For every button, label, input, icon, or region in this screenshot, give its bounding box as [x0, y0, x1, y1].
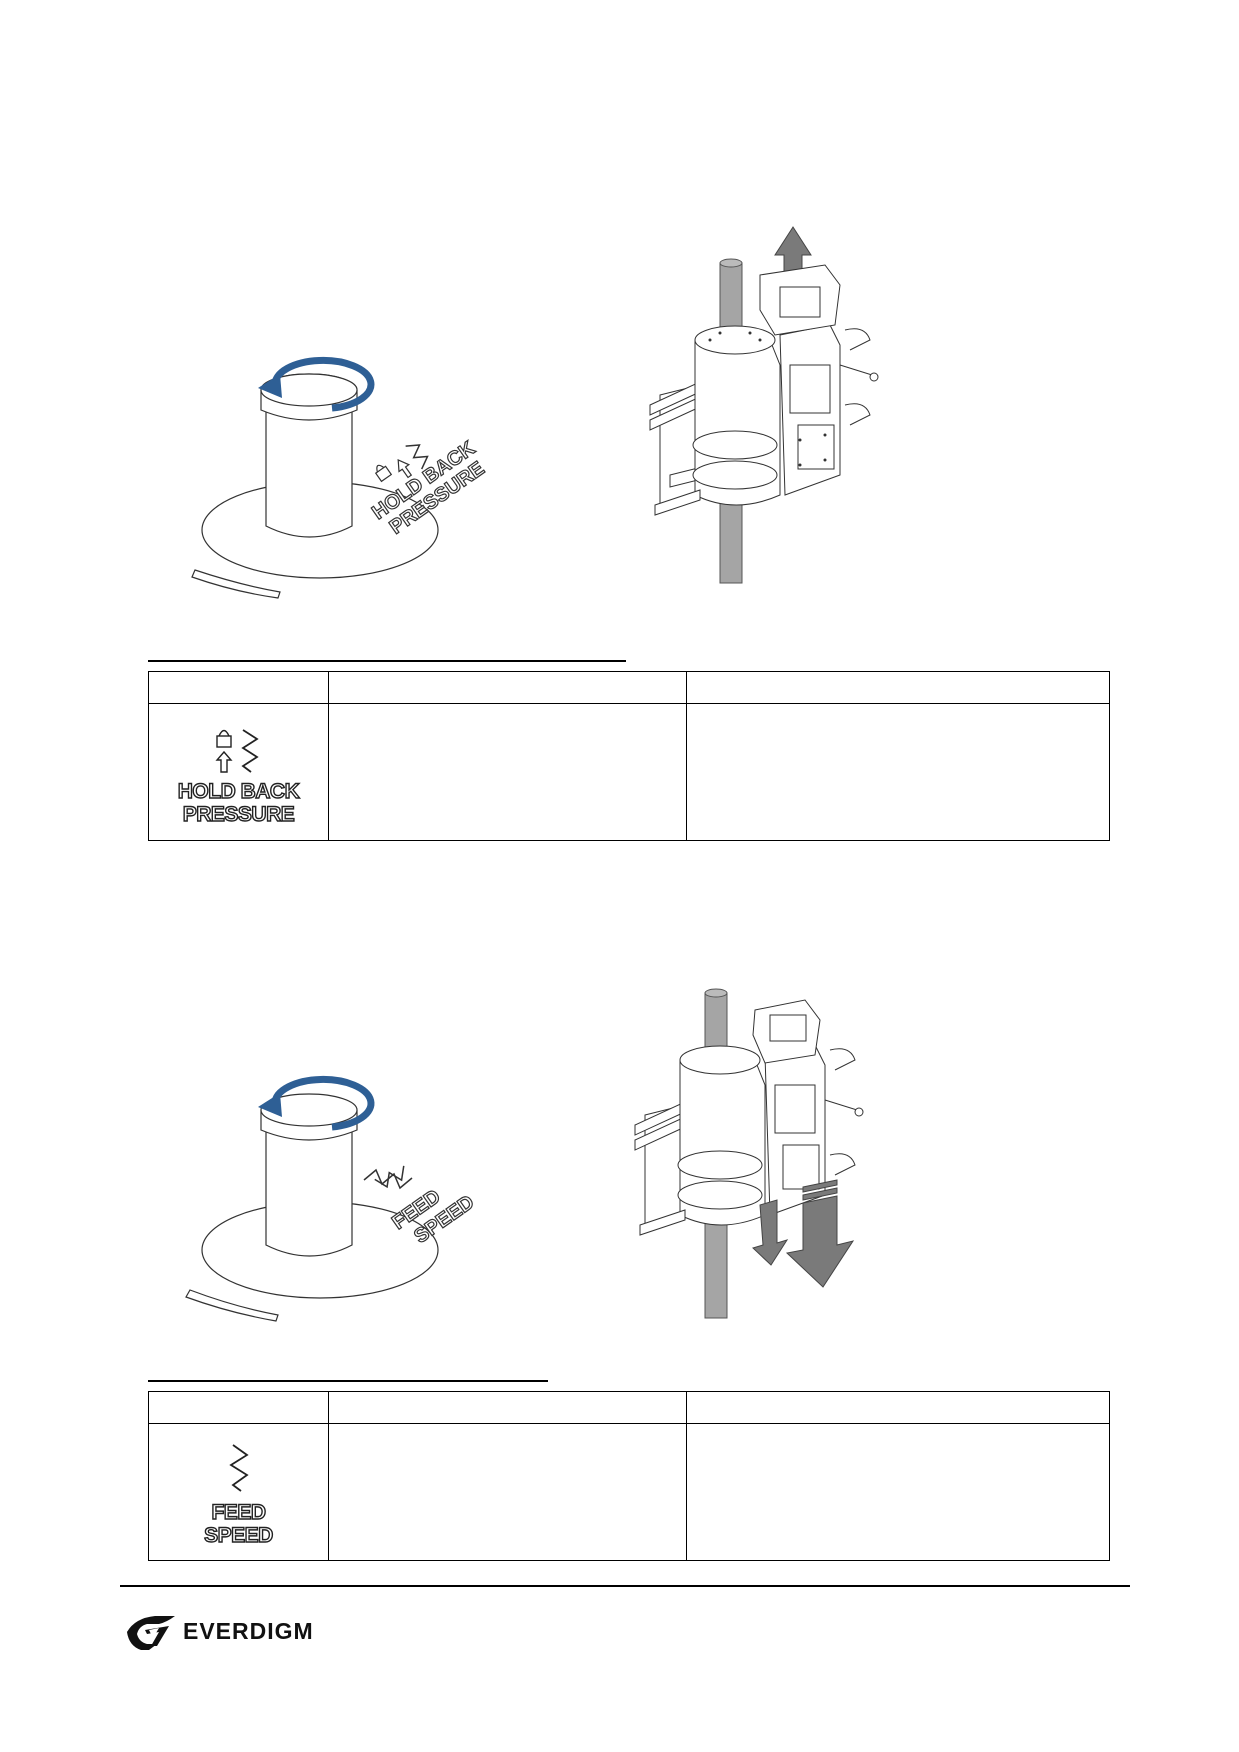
- footer-divider: [120, 1585, 1130, 1587]
- drill-machine-illustration-feed: [625, 975, 895, 1325]
- symbol-cell: FEED SPEED: [148, 1423, 329, 1561]
- header-cell-function: [328, 1391, 687, 1424]
- header-cell-description: [686, 1391, 1110, 1424]
- symbol-label-line2: SPEED: [203, 1523, 274, 1547]
- symbol-cell: HOLD BACK PRESSURE: [148, 703, 329, 841]
- hold-back-dial-illustration: [180, 330, 520, 610]
- table-header-row: [148, 1391, 1110, 1424]
- feed-speed-dial-label: FEED SPEED: [360, 1150, 510, 1260]
- hold-back-dial-label: HOLD BACK PRESSURE: [360, 420, 510, 540]
- header-cell-description: [686, 671, 1110, 704]
- description-cell: [686, 703, 1110, 841]
- header-cell-function: [328, 671, 687, 704]
- function-cell: [328, 1423, 687, 1561]
- everdigm-emblem-icon: [127, 1616, 175, 1650]
- section1-heading-underline: [148, 660, 626, 662]
- hold-back-parameter-table: HOLD BACK PRESSURE: [148, 671, 1110, 841]
- brand-name: EVERDIGM: [183, 1618, 314, 1644]
- table-header-row: [148, 671, 1110, 704]
- function-cell: [328, 703, 687, 841]
- header-cell-symbol: [148, 1391, 329, 1424]
- lock-spring-icon: [214, 729, 259, 773]
- symbol-label-line1: FEED: [211, 1500, 267, 1524]
- table-row: HOLD BACK PRESSURE: [148, 703, 1110, 841]
- feed-speed-parameter-table: FEED SPEED: [148, 1391, 1110, 1561]
- table-row: FEED SPEED: [148, 1423, 1110, 1561]
- spring-icon: [228, 1444, 249, 1492]
- symbol-label-line1: HOLD BACK: [177, 779, 300, 803]
- description-cell: [686, 1423, 1110, 1561]
- feed-speed-dial-illustration: [180, 1045, 520, 1335]
- everdigm-logo: EVERDIGM: [125, 1612, 365, 1652]
- drill-machine-illustration-raise: [640, 215, 910, 595]
- section2-heading-underline: [148, 1380, 548, 1382]
- symbol-label-line2: PRESSURE: [182, 802, 295, 826]
- header-cell-symbol: [148, 671, 329, 704]
